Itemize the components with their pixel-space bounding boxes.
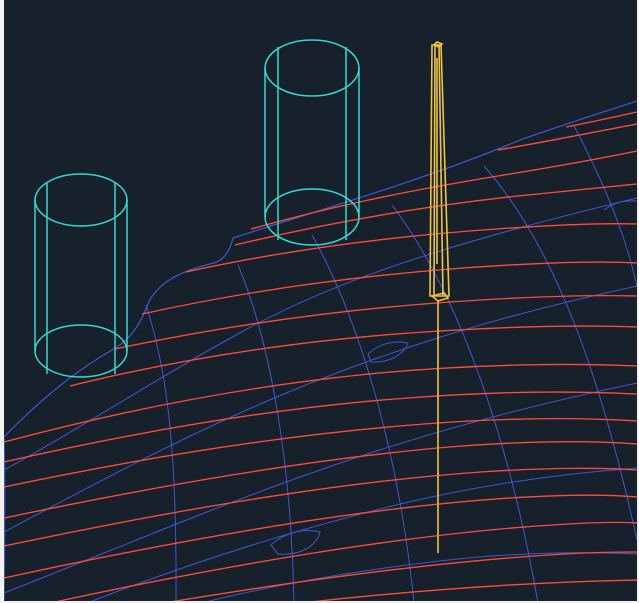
right-frame-edge bbox=[637, 0, 639, 603]
left-frame-edge bbox=[0, 0, 4, 603]
red-mesh bbox=[3, 111, 638, 603]
cylinder-pin-middle[interactable] bbox=[264, 39, 360, 246]
drill-tool[interactable] bbox=[429, 41, 450, 553]
drill-icon bbox=[429, 44, 450, 297]
cylinder-pin-left[interactable] bbox=[34, 173, 128, 378]
surface-boundary-lower-left bbox=[3, 436, 6, 603]
blue-mesh bbox=[3, 125, 638, 603]
surface-boundary-left bbox=[3, 237, 234, 438]
bottom-frame-edge bbox=[0, 601, 639, 603]
